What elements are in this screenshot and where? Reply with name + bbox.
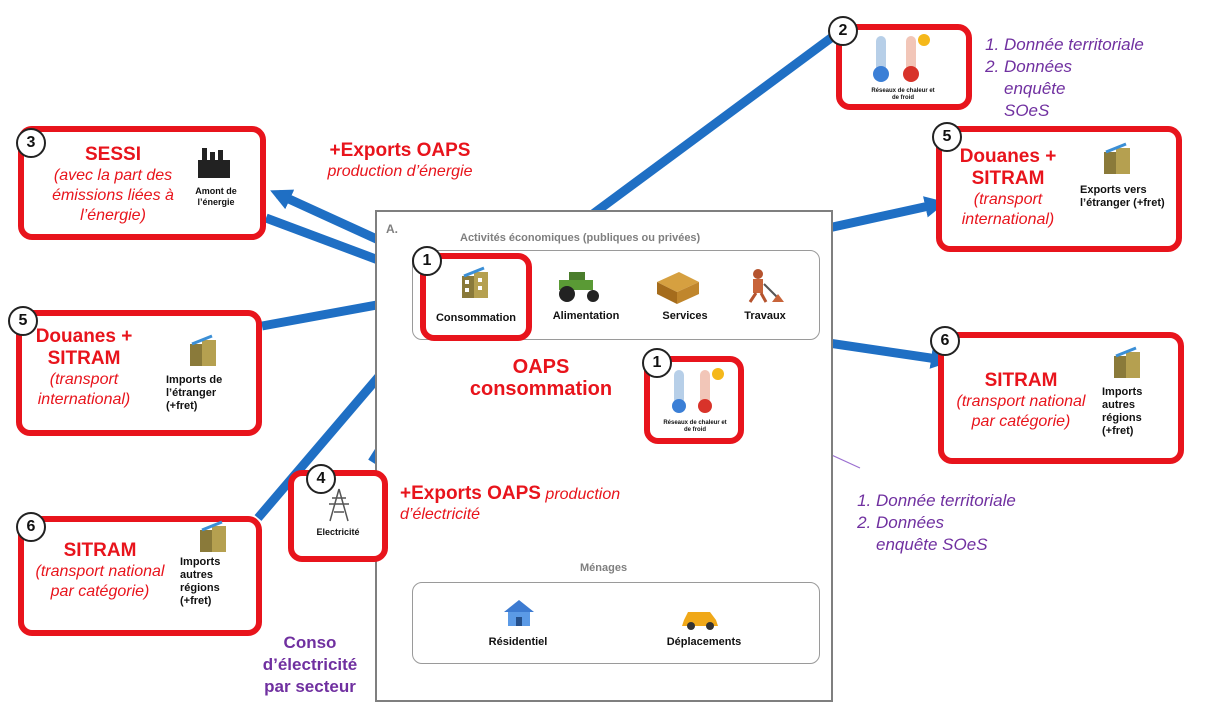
electricite-box xyxy=(288,470,388,562)
car-icon xyxy=(682,612,718,630)
douanes-export-box xyxy=(936,126,1182,252)
sitram-export-title: SITRAM xyxy=(984,370,1058,391)
factory-icon xyxy=(198,148,230,178)
sessi-label: Amont de l’énergie xyxy=(195,186,237,207)
exports-elec-annotation: +Exports OAPS production d’électricité xyxy=(400,484,670,525)
activity-travaux: Travaux xyxy=(744,310,786,322)
sitram-import-box xyxy=(18,516,262,636)
building-icon xyxy=(190,334,216,366)
panel-letter: A. xyxy=(386,222,398,236)
house-icon xyxy=(504,600,534,626)
menage-deplacements: Déplacements xyxy=(666,636,742,648)
conso-elec-label: Conso d’électricité par secteur xyxy=(262,633,358,696)
reseaux-mid-label: Réseaux de chaleur et de froid xyxy=(663,420,727,433)
pylon-icon xyxy=(329,488,349,522)
sitram-import-number: 6 xyxy=(16,512,46,542)
electricite-number: 4 xyxy=(306,464,336,494)
sitram-import-source: SITRAM (transport national par catégorie… xyxy=(24,540,176,602)
note-top-item-1: Donnée territoriale xyxy=(1004,34,1144,56)
sessi-number: 3 xyxy=(16,128,46,158)
note-top: Donnée territoriale Données enquête SOeS xyxy=(978,34,1144,122)
building-icon xyxy=(200,520,226,552)
exports-elec-title: +Exports OAPS xyxy=(400,483,541,504)
building-icon xyxy=(1114,346,1140,378)
sitram-export-subtitle: (transport national par catégorie) xyxy=(956,393,1086,430)
douanes-import-label: Imports de l’étranger (+fret) xyxy=(166,374,223,412)
reseaux-mid-box xyxy=(644,356,744,444)
sitram-export-label: Imports autres régions (+fret) xyxy=(1102,386,1143,437)
sitram-export-box xyxy=(938,332,1184,464)
douanes-export-source: Douanes + SITRAM (transport internationa… xyxy=(946,146,1070,230)
building-icon xyxy=(1104,142,1130,174)
douanes-import-number: 5 xyxy=(8,306,38,336)
sessi-source: SESSI (avec la part des émissions liées … xyxy=(38,144,188,226)
oaps-consommation-label: OAPS consommation xyxy=(469,356,613,400)
douanes-import-source: Douanes + SITRAM (transport internationa… xyxy=(22,326,146,410)
consommation-number: 1 xyxy=(412,246,442,276)
douanes-export-subtitle: (transport international) xyxy=(961,191,1055,228)
building-icon xyxy=(462,266,488,298)
note-mid-item-2: Données enquête SOeS xyxy=(876,512,990,556)
electricite-label: Electricité xyxy=(316,527,360,537)
exports-elec-sub: production d’électricité xyxy=(400,486,621,523)
douanes-import-title: Douanes + SITRAM xyxy=(35,326,133,369)
sitram-import-subtitle: (transport national par catégorie) xyxy=(35,563,165,600)
note-mid-item-1: Donnée territoriale xyxy=(876,490,1016,512)
menage-residentiel: Résidentiel xyxy=(488,636,548,648)
douanes-export-number: 5 xyxy=(932,122,962,152)
activity-alimentation: Alimentation xyxy=(552,310,620,322)
exports-energie-title: +Exports OAPS xyxy=(329,140,471,161)
sitram-import-title: SITRAM xyxy=(63,540,137,561)
note-top-item-2: Données enquête SOeS xyxy=(1004,56,1098,122)
exports-energie-sub: production d’énergie xyxy=(327,163,473,180)
douanes-export-label: Exports vers l’étranger (+fret) xyxy=(1080,184,1165,209)
reseaux-mid-number: 1 xyxy=(642,348,672,378)
reseaux-top-number: 2 xyxy=(828,16,858,46)
douanes-export-title: Douanes + SITRAM xyxy=(959,146,1057,189)
thermometer-icon xyxy=(873,34,930,82)
reseaux-top-box xyxy=(836,24,972,110)
reseaux-top-label: Réseaux de chaleur et de froid xyxy=(871,88,935,101)
activity-services: Services xyxy=(662,310,708,322)
sitram-export-number: 6 xyxy=(930,326,960,356)
sessi-box xyxy=(18,126,266,240)
tractor-icon xyxy=(559,272,599,302)
douanes-import-subtitle: (transport international) xyxy=(37,371,131,408)
sitram-import-label: Imports autres régions (+fret) xyxy=(180,556,221,607)
douanes-import-box xyxy=(16,310,262,436)
exports-energie-annotation: +Exports OAPS production d’énergie xyxy=(288,140,512,182)
crate-icon xyxy=(657,272,699,304)
menages-title: Ménages xyxy=(580,562,628,574)
consommation-label: Consommation xyxy=(435,312,517,324)
note-mid: Donnée territoriale Données enquête SOeS xyxy=(850,490,1016,556)
sessi-subtitle: (avec la part des émissions liées à l’én… xyxy=(52,167,174,224)
worker-icon xyxy=(748,269,784,303)
sessi-title: SESSI xyxy=(85,144,141,165)
menages-box xyxy=(412,582,820,664)
thermometer-icon xyxy=(672,368,724,413)
sitram-export-source: SITRAM (transport national par catégorie… xyxy=(946,370,1096,432)
activities-title: Activités économiques (publiques ou priv… xyxy=(460,232,701,244)
